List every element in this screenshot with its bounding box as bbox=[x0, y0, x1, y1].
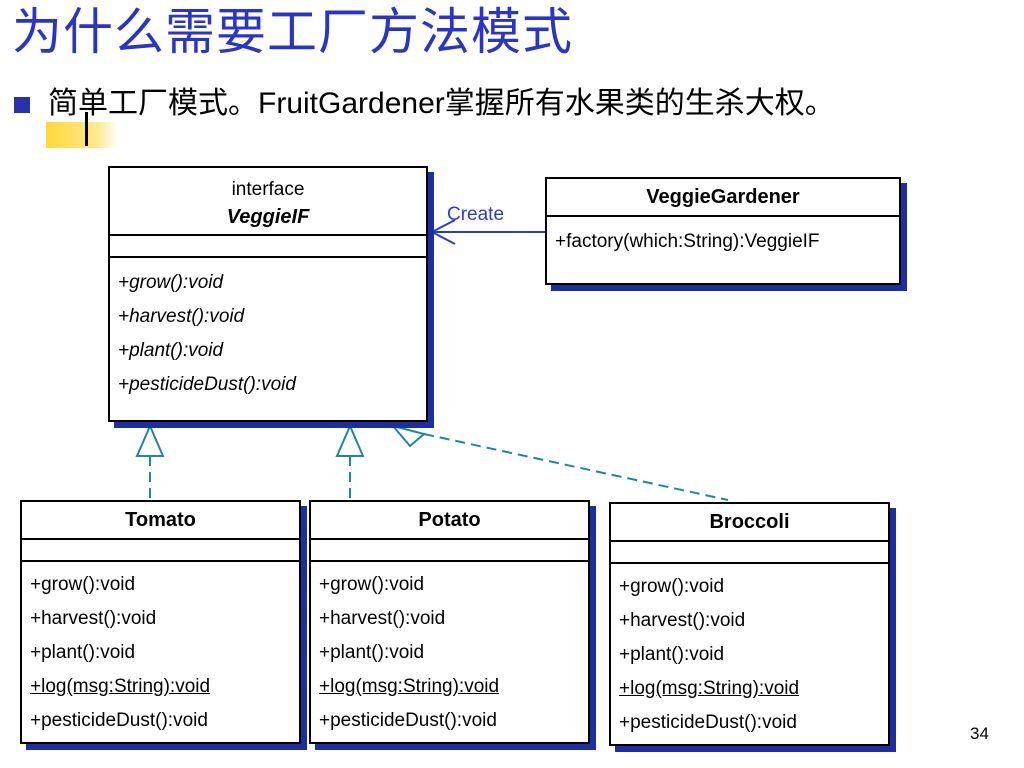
uml-class-name: Broccoli bbox=[709, 511, 790, 533]
slide-title: 为什么需要工厂方法模式 bbox=[12, 3, 573, 61]
uml-class-header: Broccoli bbox=[611, 504, 888, 542]
uml-operation: +plant():void bbox=[319, 642, 425, 663]
uml-operation: +plant():void bbox=[118, 340, 224, 361]
uml-operation: +grow():void bbox=[319, 574, 425, 595]
create-label: Create bbox=[447, 204, 504, 225]
page-number: 34 bbox=[970, 724, 989, 743]
uml-operation: +harvest():void bbox=[30, 608, 157, 629]
uml-class-header: Potato bbox=[311, 502, 588, 540]
uml-operation-static: +log(msg:String):void bbox=[319, 676, 500, 697]
uml-class-potato[interactable]: Potato +grow():void +harvest():void +pla… bbox=[309, 500, 590, 744]
uml-class-name: Tomato bbox=[125, 509, 196, 531]
uml-operation: +harvest():void bbox=[319, 608, 446, 629]
uml-class-header: Tomato bbox=[22, 502, 299, 540]
bullet-text-suffix: 掌握所有水果类的生杀大权。 bbox=[444, 86, 835, 121]
uml-attributes-compartment bbox=[611, 542, 888, 564]
uml-class-header: VeggieGardener bbox=[547, 179, 899, 217]
uml-attributes-compartment bbox=[110, 236, 426, 258]
uml-operation: +grow():void bbox=[30, 574, 136, 595]
uml-class-header: interface VeggieIF bbox=[110, 168, 426, 236]
uml-operation-static: +log(msg:String):void bbox=[619, 678, 800, 699]
uml-attributes-compartment bbox=[311, 540, 588, 562]
tomato-realization-arrow-icon bbox=[135, 423, 165, 457]
uml-stereotype: interface bbox=[231, 179, 305, 200]
uml-operation: +pesticideDust():void bbox=[118, 374, 296, 395]
uml-class-veggie-if[interactable]: interface VeggieIF +grow():void +harvest… bbox=[108, 166, 428, 422]
uml-operation: +grow():void bbox=[619, 576, 725, 597]
uml-operation: +grow():void bbox=[118, 272, 224, 293]
uml-operation: +factory(which:String):VeggieIF bbox=[555, 231, 820, 252]
text-cursor-icon bbox=[85, 112, 88, 146]
uml-operations-compartment: +grow():void +harvest():void +plant():vo… bbox=[311, 562, 588, 738]
uml-operation: +plant():void bbox=[619, 644, 725, 665]
uml-operations-compartment: +grow():void +harvest():void +plant():vo… bbox=[22, 562, 299, 738]
bullet-text-latin: FruitGardener bbox=[258, 87, 445, 120]
bullet-text-prefix: 简单工厂模式。 bbox=[48, 86, 258, 121]
uml-operations-compartment: +grow():void +harvest():void +plant():vo… bbox=[611, 564, 888, 740]
potato-realization-arrow-icon bbox=[335, 423, 365, 457]
uml-operation: +pesticideDust():void bbox=[30, 710, 208, 731]
create-arrowhead-icon bbox=[429, 219, 456, 245]
uml-class-broccoli[interactable]: Broccoli +grow():void +harvest():void +p… bbox=[609, 502, 890, 746]
uml-class-veggie-gardener[interactable]: VeggieGardener +factory(which:String):Ve… bbox=[545, 177, 901, 285]
uml-attributes-compartment bbox=[22, 540, 299, 562]
broccoli-realization-line bbox=[423, 433, 729, 501]
uml-operation: +pesticideDust():void bbox=[619, 712, 797, 733]
uml-class-name: Potato bbox=[418, 509, 481, 531]
uml-operation-static: +log(msg:String):void bbox=[30, 676, 211, 697]
bullet-text: 简单工厂模式。FruitGardener掌握所有水果类的生杀大权。 bbox=[48, 84, 835, 124]
uml-class-name: VeggieIF bbox=[226, 206, 310, 228]
uml-operation: +pesticideDust():void bbox=[319, 710, 497, 731]
uml-operation: +harvest():void bbox=[118, 306, 245, 327]
uml-operation: +harvest():void bbox=[619, 610, 746, 631]
uml-class-name: VeggieGardener bbox=[646, 186, 800, 208]
broccoli-realization-arrow-icon bbox=[392, 425, 427, 448]
text-highlight bbox=[46, 122, 118, 148]
uml-operation: +plant():void bbox=[30, 642, 136, 663]
uml-operations-compartment: +grow():void +harvest():void +plant():vo… bbox=[110, 258, 426, 402]
bullet-square-icon bbox=[14, 97, 30, 113]
uml-class-tomato[interactable]: Tomato +grow():void +harvest():void +pla… bbox=[20, 500, 301, 744]
uml-operations-compartment: +factory(which:String):VeggieIF bbox=[547, 217, 899, 259]
